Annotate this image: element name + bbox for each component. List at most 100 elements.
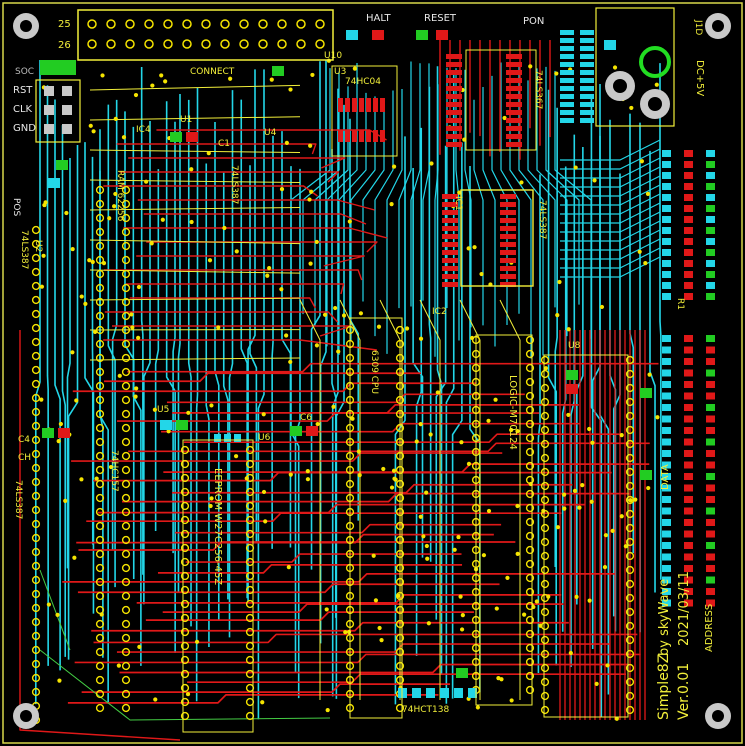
through-hole-pad	[540, 411, 550, 421]
board-name: Simple8Z	[656, 654, 672, 720]
through-hole-pad	[180, 585, 190, 595]
header-pin	[258, 19, 268, 29]
through-hole-pad	[95, 619, 105, 629]
via	[347, 219, 352, 224]
through-hole-pad	[31, 365, 41, 375]
top-copper-trace	[145, 611, 474, 621]
top-copper-trace	[137, 199, 375, 211]
led-pad	[684, 271, 693, 278]
through-hole-pad	[121, 633, 131, 643]
via	[83, 301, 88, 306]
top-copper-trace	[127, 362, 659, 373]
through-hole-pad	[525, 405, 535, 415]
through-hole-pad	[625, 691, 635, 701]
smd-pad	[454, 688, 463, 698]
through-hole-pad	[525, 377, 535, 387]
through-hole-pad	[31, 267, 41, 277]
led-pad	[662, 553, 671, 561]
bottom-copper-trace	[629, 113, 635, 554]
led-pad	[684, 530, 693, 538]
led-pad	[706, 381, 715, 388]
via	[592, 178, 597, 183]
via	[160, 217, 165, 222]
via	[590, 440, 595, 445]
through-hole-pad	[540, 467, 550, 477]
via	[261, 489, 267, 495]
smd-pad	[446, 102, 462, 107]
via	[515, 428, 520, 434]
led-pad	[662, 227, 671, 234]
bottom-copper-trace	[67, 144, 79, 660]
via	[79, 294, 84, 299]
through-hole-pad	[180, 627, 190, 637]
through-hole-pad	[31, 673, 41, 683]
through-hole-pad	[95, 437, 105, 447]
via	[288, 359, 293, 365]
through-hole-pad	[395, 521, 405, 531]
via	[79, 477, 84, 482]
via	[307, 197, 312, 202]
through-hole-pad	[625, 537, 635, 547]
through-hole-pad	[95, 591, 105, 601]
through-hole-pad	[95, 199, 105, 209]
smd-pad	[366, 98, 371, 112]
jumper-pin-clk: CLK	[13, 104, 33, 115]
led-pad	[706, 473, 715, 480]
connector-header: 25 26 CONNECT	[58, 9, 334, 77]
bottom-copper-trace	[257, 69, 265, 720]
through-hole-pad	[180, 515, 190, 525]
led-pad	[706, 205, 715, 212]
silkscreen-line	[89, 84, 301, 91]
through-hole-pad	[31, 351, 41, 361]
bottom-copper-trace	[509, 92, 532, 359]
through-hole-pad	[121, 409, 131, 419]
smd-pad	[500, 194, 516, 199]
smd-pad	[442, 258, 458, 263]
top-copper-trace	[112, 325, 352, 337]
through-hole-pad	[121, 353, 131, 363]
smd-pad	[560, 78, 574, 83]
through-hole-pad	[540, 523, 550, 533]
logic-label: LOGIC-M70124	[507, 375, 518, 450]
via	[391, 468, 397, 473]
through-hole-pad	[525, 629, 535, 639]
through-hole-pad	[395, 507, 405, 517]
silkscreen-line	[89, 297, 301, 301]
through-hole-pad	[540, 425, 550, 435]
header-pin	[144, 19, 154, 29]
top-copper-trace	[62, 573, 615, 583]
smd-pad	[373, 98, 378, 112]
through-hole-pad	[121, 339, 131, 349]
through-hole-pad	[31, 393, 41, 403]
through-hole-pad	[395, 339, 405, 349]
through-hole-pad	[180, 571, 190, 581]
via	[459, 627, 465, 632]
smd-pad	[506, 54, 522, 59]
chip-u6: U6	[258, 433, 271, 443]
smd-pad	[446, 134, 462, 139]
smd-pad	[366, 130, 371, 142]
via	[612, 65, 618, 70]
through-hole-pad	[95, 367, 105, 377]
top-copper-trace	[74, 653, 641, 664]
via	[458, 594, 463, 599]
through-hole-pad	[95, 325, 105, 335]
top-copper-trace	[187, 673, 626, 684]
via	[358, 311, 364, 316]
led-pad	[706, 183, 715, 190]
board-version: Ver.0.01	[676, 663, 692, 720]
through-hole-pad	[121, 619, 131, 629]
via	[541, 508, 546, 513]
through-hole-pad	[395, 409, 405, 419]
smd-pad	[446, 54, 462, 59]
through-hole-pad	[121, 493, 131, 503]
via	[92, 329, 98, 335]
through-hole-pad	[31, 603, 41, 613]
via	[379, 638, 384, 643]
smd-pad	[442, 234, 458, 239]
via	[574, 594, 579, 599]
through-hole-pad	[95, 535, 105, 545]
smd-pad	[560, 110, 574, 115]
via	[371, 553, 376, 558]
through-hole-pad	[525, 335, 535, 345]
